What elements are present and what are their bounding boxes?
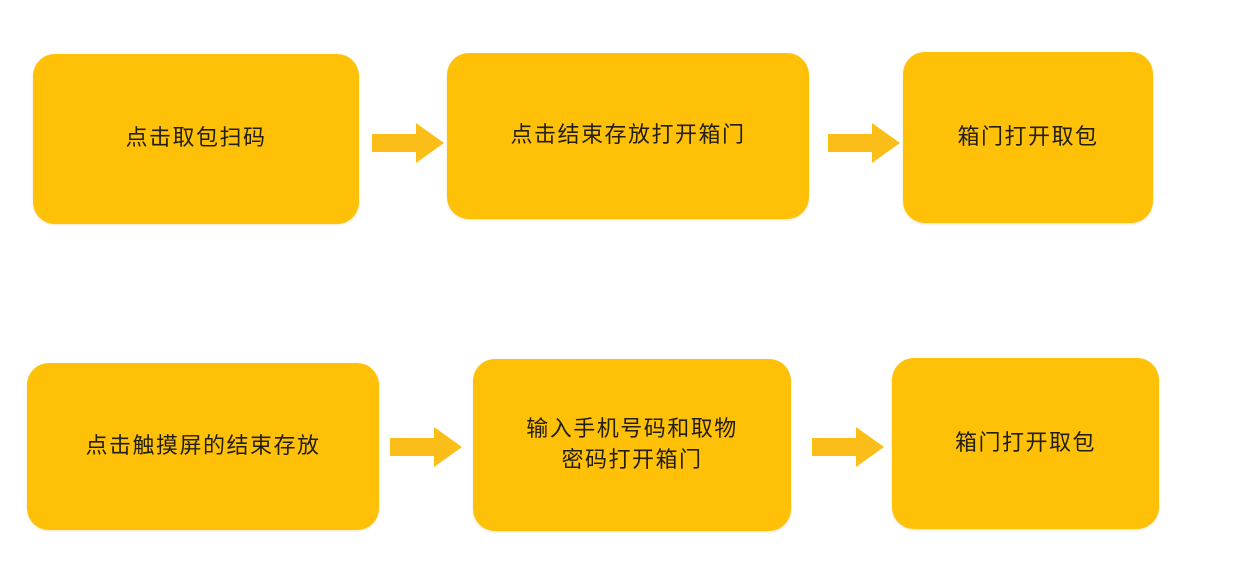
flow-node-label: 箱门打开取包 bbox=[957, 124, 1099, 150]
flow-row-scan-code-pickup: 点击取包扫码 点击结束存放打开箱门 箱门打开取包 bbox=[0, 0, 1246, 290]
flow-node-label: 点击取包扫码 bbox=[125, 126, 267, 152]
flow-node-click-finish-storage-open-door[interactable]: 点击结束存放打开箱门 bbox=[447, 53, 809, 219]
flow-node-door-opens-take-parcel-2[interactable]: 箱门打开取包 bbox=[892, 358, 1159, 529]
flow-node-door-opens-take-parcel[interactable]: 箱门打开取包 bbox=[903, 52, 1153, 223]
right-arrow-icon bbox=[390, 425, 462, 469]
flow-node-click-scan-pickup[interactable]: 点击取包扫码 bbox=[33, 54, 359, 224]
flow-node-label: 箱门打开取包 bbox=[954, 430, 1096, 456]
flow-row-touchscreen-pickup: 点击触摸屏的结束存放 输入手机号码和取物 密码打开箱门 箱门打开取包 bbox=[0, 290, 1246, 585]
flow-node-label: 点击触摸屏的结束存放 bbox=[85, 433, 321, 459]
flow-node-label: 输入手机号码和取物 密码打开箱门 bbox=[526, 416, 738, 473]
right-arrow-icon bbox=[812, 425, 884, 469]
flow-node-enter-phone-and-pickup-password[interactable]: 输入手机号码和取物 密码打开箱门 bbox=[473, 359, 791, 531]
flow-node-click-touchscreen-finish-storage[interactable]: 点击触摸屏的结束存放 bbox=[27, 363, 379, 530]
right-arrow-icon bbox=[828, 121, 900, 165]
right-arrow-icon bbox=[372, 121, 444, 165]
flow-node-label: 点击结束存放打开箱门 bbox=[510, 123, 746, 149]
